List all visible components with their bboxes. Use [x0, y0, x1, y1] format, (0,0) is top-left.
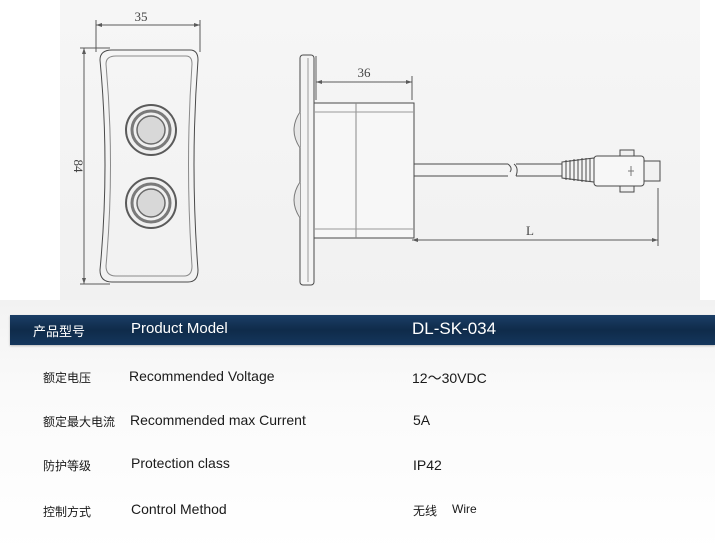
- cable-length-arrow-left: [412, 238, 418, 242]
- cable-break-b: [513, 163, 518, 177]
- header-label-en: Product Model: [131, 320, 228, 337]
- side-view: [293, 54, 661, 286]
- row-voltage-label-en: Recommended Voltage: [129, 368, 275, 384]
- height-arrow-bottom: [82, 278, 86, 284]
- front-view: [80, 20, 201, 285]
- depth-dimension-label: 36: [358, 65, 372, 80]
- front-plate-inner-outline: [105, 55, 193, 277]
- row-current-value: 5A: [413, 412, 431, 428]
- row-control-value-cn: 无线: [413, 504, 438, 518]
- row-control-label-en: Control Method: [131, 501, 227, 517]
- row-voltage-value: 12～30VDC: [412, 370, 487, 386]
- row-voltage-label-cn: 额定电压: [43, 371, 92, 385]
- width-arrow-right: [194, 23, 200, 27]
- side-faceplate: [299, 54, 315, 286]
- row-protection-label-en: Protection class: [131, 455, 230, 471]
- width-arrow-left: [96, 23, 102, 27]
- header-model-value: DL-SK-034: [412, 319, 497, 338]
- header-label-cn: 产品型号: [33, 325, 86, 340]
- row-control-value-en: Wire: [452, 502, 477, 516]
- row-protection-label-cn: 防护等级: [43, 459, 92, 473]
- side-top-button-bump: [293, 111, 301, 149]
- cable-length-label: L: [526, 223, 534, 238]
- spec-table: [0, 300, 715, 553]
- depth-arrow-right: [406, 80, 412, 84]
- height-arrow-top: [82, 48, 86, 54]
- bottom-button: [125, 177, 177, 229]
- front-plate-outline: [99, 49, 199, 283]
- row-current-label-en: Recommended max Current: [130, 412, 306, 428]
- row-control-label-cn: 控制方式: [43, 505, 92, 519]
- cable-break-a: [507, 163, 512, 173]
- cable-strain-relief: [561, 157, 595, 183]
- row-current-label-cn: 额定最大电流: [43, 415, 116, 429]
- side-bottom-button-bump: [293, 181, 301, 219]
- cable-length-arrow-right: [652, 238, 658, 242]
- side-housing-body: [313, 102, 415, 239]
- top-button: [125, 104, 177, 156]
- spec-header-band: [10, 315, 715, 345]
- height-dimension-label: 84: [71, 160, 86, 174]
- cable-connector: [593, 149, 661, 193]
- technical-drawing: 35 84: [71, 9, 661, 286]
- width-dimension-label: 35: [135, 9, 148, 24]
- row-protection-value: IP42: [413, 457, 442, 473]
- depth-arrow-left: [316, 80, 322, 84]
